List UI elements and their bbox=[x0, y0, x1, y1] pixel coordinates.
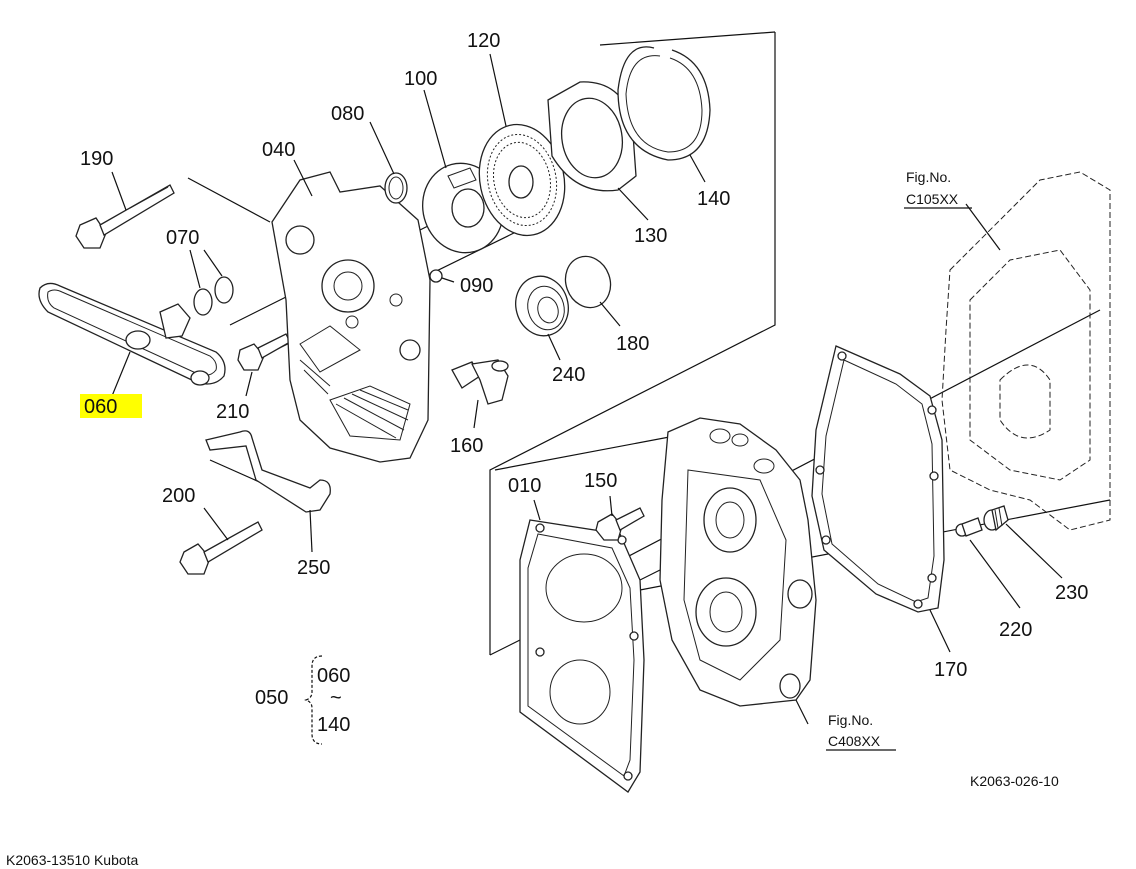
part-label-060[interactable]: 060 bbox=[84, 396, 117, 418]
part-label-210[interactable]: 210 bbox=[216, 401, 249, 423]
bolt-190[interactable] bbox=[75, 184, 175, 249]
bearing-240[interactable] bbox=[509, 270, 575, 341]
o-ring-180[interactable] bbox=[558, 250, 617, 314]
valve-body-center[interactable] bbox=[659, 417, 817, 707]
assembly-range-from[interactable]: 060 bbox=[317, 665, 350, 687]
part-label-220[interactable]: 220 bbox=[999, 619, 1032, 641]
part-label-240[interactable]: 240 bbox=[552, 364, 585, 386]
friction-disc-120[interactable] bbox=[469, 116, 574, 243]
gasket-170[interactable] bbox=[811, 345, 945, 613]
part-label-010[interactable]: 010 bbox=[508, 475, 541, 497]
transmission-case-dashed bbox=[941, 171, 1111, 531]
part-label-040[interactable]: 040 bbox=[262, 139, 295, 161]
fig-ref-top-label: Fig.No. bbox=[906, 169, 951, 185]
strainer-230[interactable] bbox=[983, 505, 1009, 532]
footer-caption: K2063-13510 Kubota bbox=[6, 852, 139, 868]
part-label-160[interactable]: 160 bbox=[450, 435, 483, 457]
assembly-number[interactable]: 050 bbox=[255, 687, 288, 709]
bracket-250[interactable] bbox=[205, 430, 331, 513]
part-label-120[interactable]: 120 bbox=[467, 30, 500, 52]
leader-lines bbox=[111, 53, 1063, 725]
fig-ref-bottom-label: Fig.No. bbox=[828, 712, 873, 728]
part-label-180[interactable]: 180 bbox=[616, 333, 649, 355]
part-label-200[interactable]: 200 bbox=[162, 485, 195, 507]
selected-part-highlight bbox=[80, 394, 142, 418]
part-label-070[interactable]: 070 bbox=[166, 227, 199, 249]
part-label-150[interactable]: 150 bbox=[584, 470, 617, 492]
plate-130[interactable] bbox=[547, 81, 637, 192]
fitting-160[interactable] bbox=[451, 359, 509, 405]
fig-ref-bottom-code[interactable]: C408XX bbox=[828, 733, 881, 749]
assembly-range-separator: ~ bbox=[330, 687, 342, 709]
lever-060[interactable] bbox=[38, 282, 226, 386]
drawing-code: K2063-026-10 bbox=[970, 773, 1059, 789]
part-label-080[interactable]: 080 bbox=[331, 103, 364, 125]
bolt-200[interactable] bbox=[179, 521, 263, 575]
part-label-140[interactable]: 140 bbox=[697, 188, 730, 210]
ball-090[interactable] bbox=[429, 269, 443, 283]
part-label-090[interactable]: 090 bbox=[460, 275, 493, 297]
fig-ref-c408xx[interactable]: Fig.No. C408XX bbox=[826, 712, 896, 751]
snap-ring-080[interactable] bbox=[384, 172, 408, 204]
assembly-range-to[interactable]: 140 bbox=[317, 714, 350, 736]
gasket-010[interactable] bbox=[519, 519, 645, 793]
fig-ref-top-code[interactable]: C105XX bbox=[906, 191, 959, 207]
bolt-150[interactable] bbox=[595, 507, 645, 541]
part-label-230[interactable]: 230 bbox=[1055, 582, 1088, 604]
assembly-050: 050 060 ~ 140 bbox=[255, 655, 350, 745]
part-label-170[interactable]: 170 bbox=[934, 659, 967, 681]
fig-ref-c105xx[interactable]: Fig.No. C105XX bbox=[904, 169, 972, 209]
snap-ring-140[interactable] bbox=[617, 46, 711, 161]
bolt-210[interactable] bbox=[237, 333, 291, 371]
o-rings-070[interactable] bbox=[193, 276, 234, 316]
part-number-labels: 190 040 080 100 120 140 130 070 090 180 … bbox=[80, 30, 1088, 681]
part-label-190[interactable]: 190 bbox=[80, 148, 113, 170]
part-label-250[interactable]: 250 bbox=[297, 557, 330, 579]
part-label-100[interactable]: 100 bbox=[404, 68, 437, 90]
plug-220[interactable] bbox=[955, 517, 983, 537]
housing-040[interactable] bbox=[271, 171, 431, 463]
part-label-130[interactable]: 130 bbox=[634, 225, 667, 247]
